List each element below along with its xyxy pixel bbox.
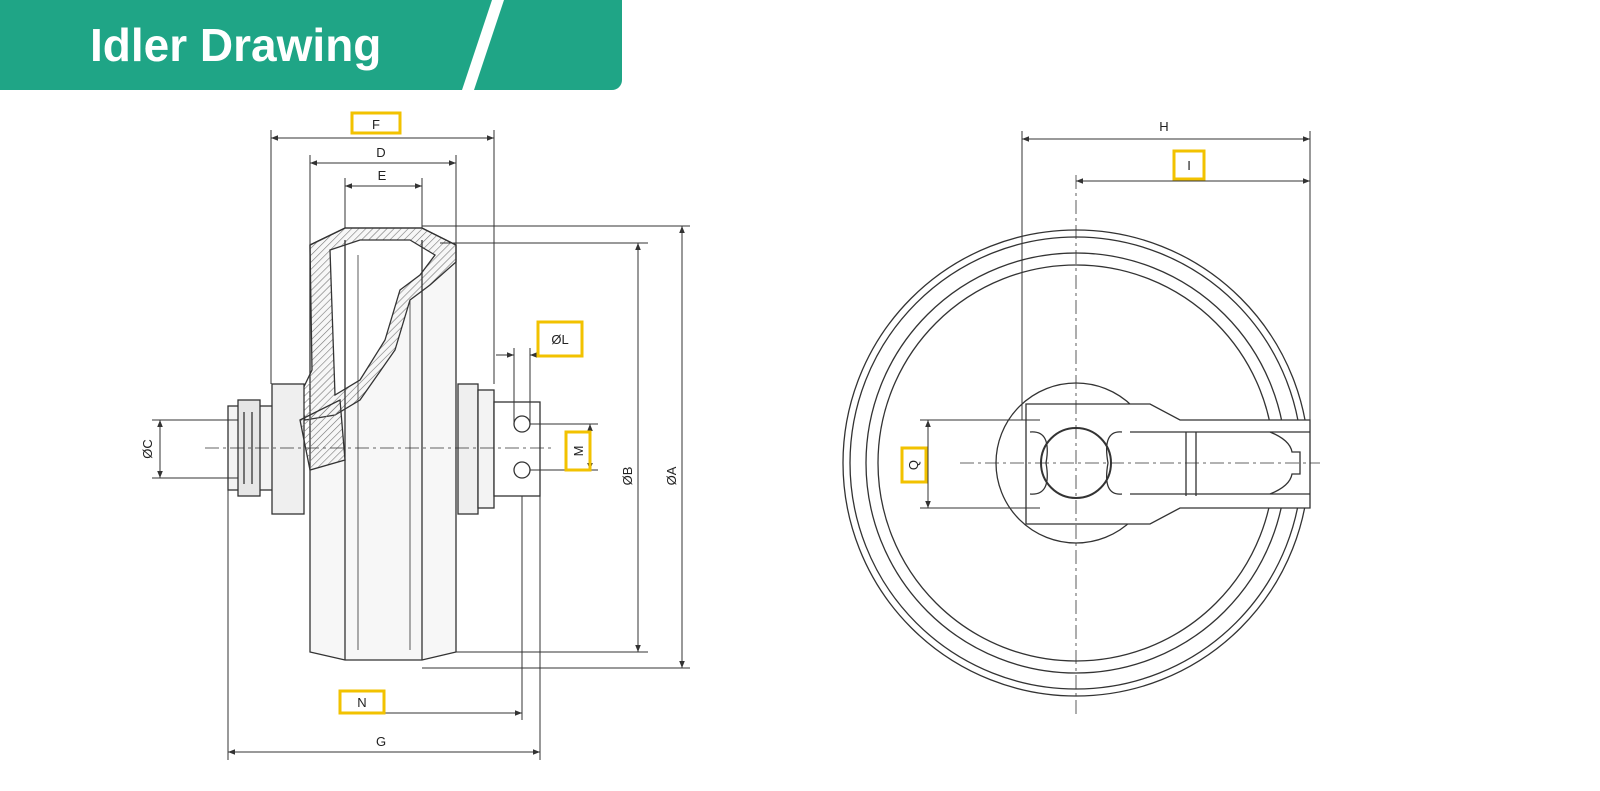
side-view-dimensions — [152, 130, 690, 760]
highlight-N — [338, 689, 386, 715]
highlight-Q — [900, 446, 928, 484]
highlight-boxes — [338, 111, 1206, 715]
label-G: G — [376, 734, 386, 749]
label-N: N — [357, 695, 366, 710]
label-E: E — [378, 168, 387, 183]
label-A: ØA — [664, 466, 679, 485]
banner-slash-decoration — [462, 0, 504, 90]
label-H: H — [1159, 119, 1168, 134]
label-C: ØC — [140, 439, 155, 459]
highlight-M — [564, 430, 592, 472]
label-F: F — [372, 117, 380, 132]
highlight-L — [536, 320, 584, 358]
label-L: ØL — [551, 332, 568, 347]
dimension-labels: F D E ØL M ØB ØA ØC N G H I Q — [140, 117, 1191, 749]
highlight-I — [1172, 149, 1206, 181]
highlight-F — [350, 111, 402, 135]
side-view — [205, 227, 555, 661]
label-B: ØB — [620, 467, 635, 486]
label-I: I — [1187, 158, 1191, 173]
label-Q: Q — [906, 460, 921, 470]
label-M: M — [571, 446, 586, 457]
label-D: D — [376, 145, 385, 160]
front-view-dimensions — [920, 131, 1311, 509]
front-view — [842, 175, 1320, 715]
page-title: Idler Drawing — [90, 19, 382, 71]
title-banner: Idler Drawing — [0, 0, 622, 90]
